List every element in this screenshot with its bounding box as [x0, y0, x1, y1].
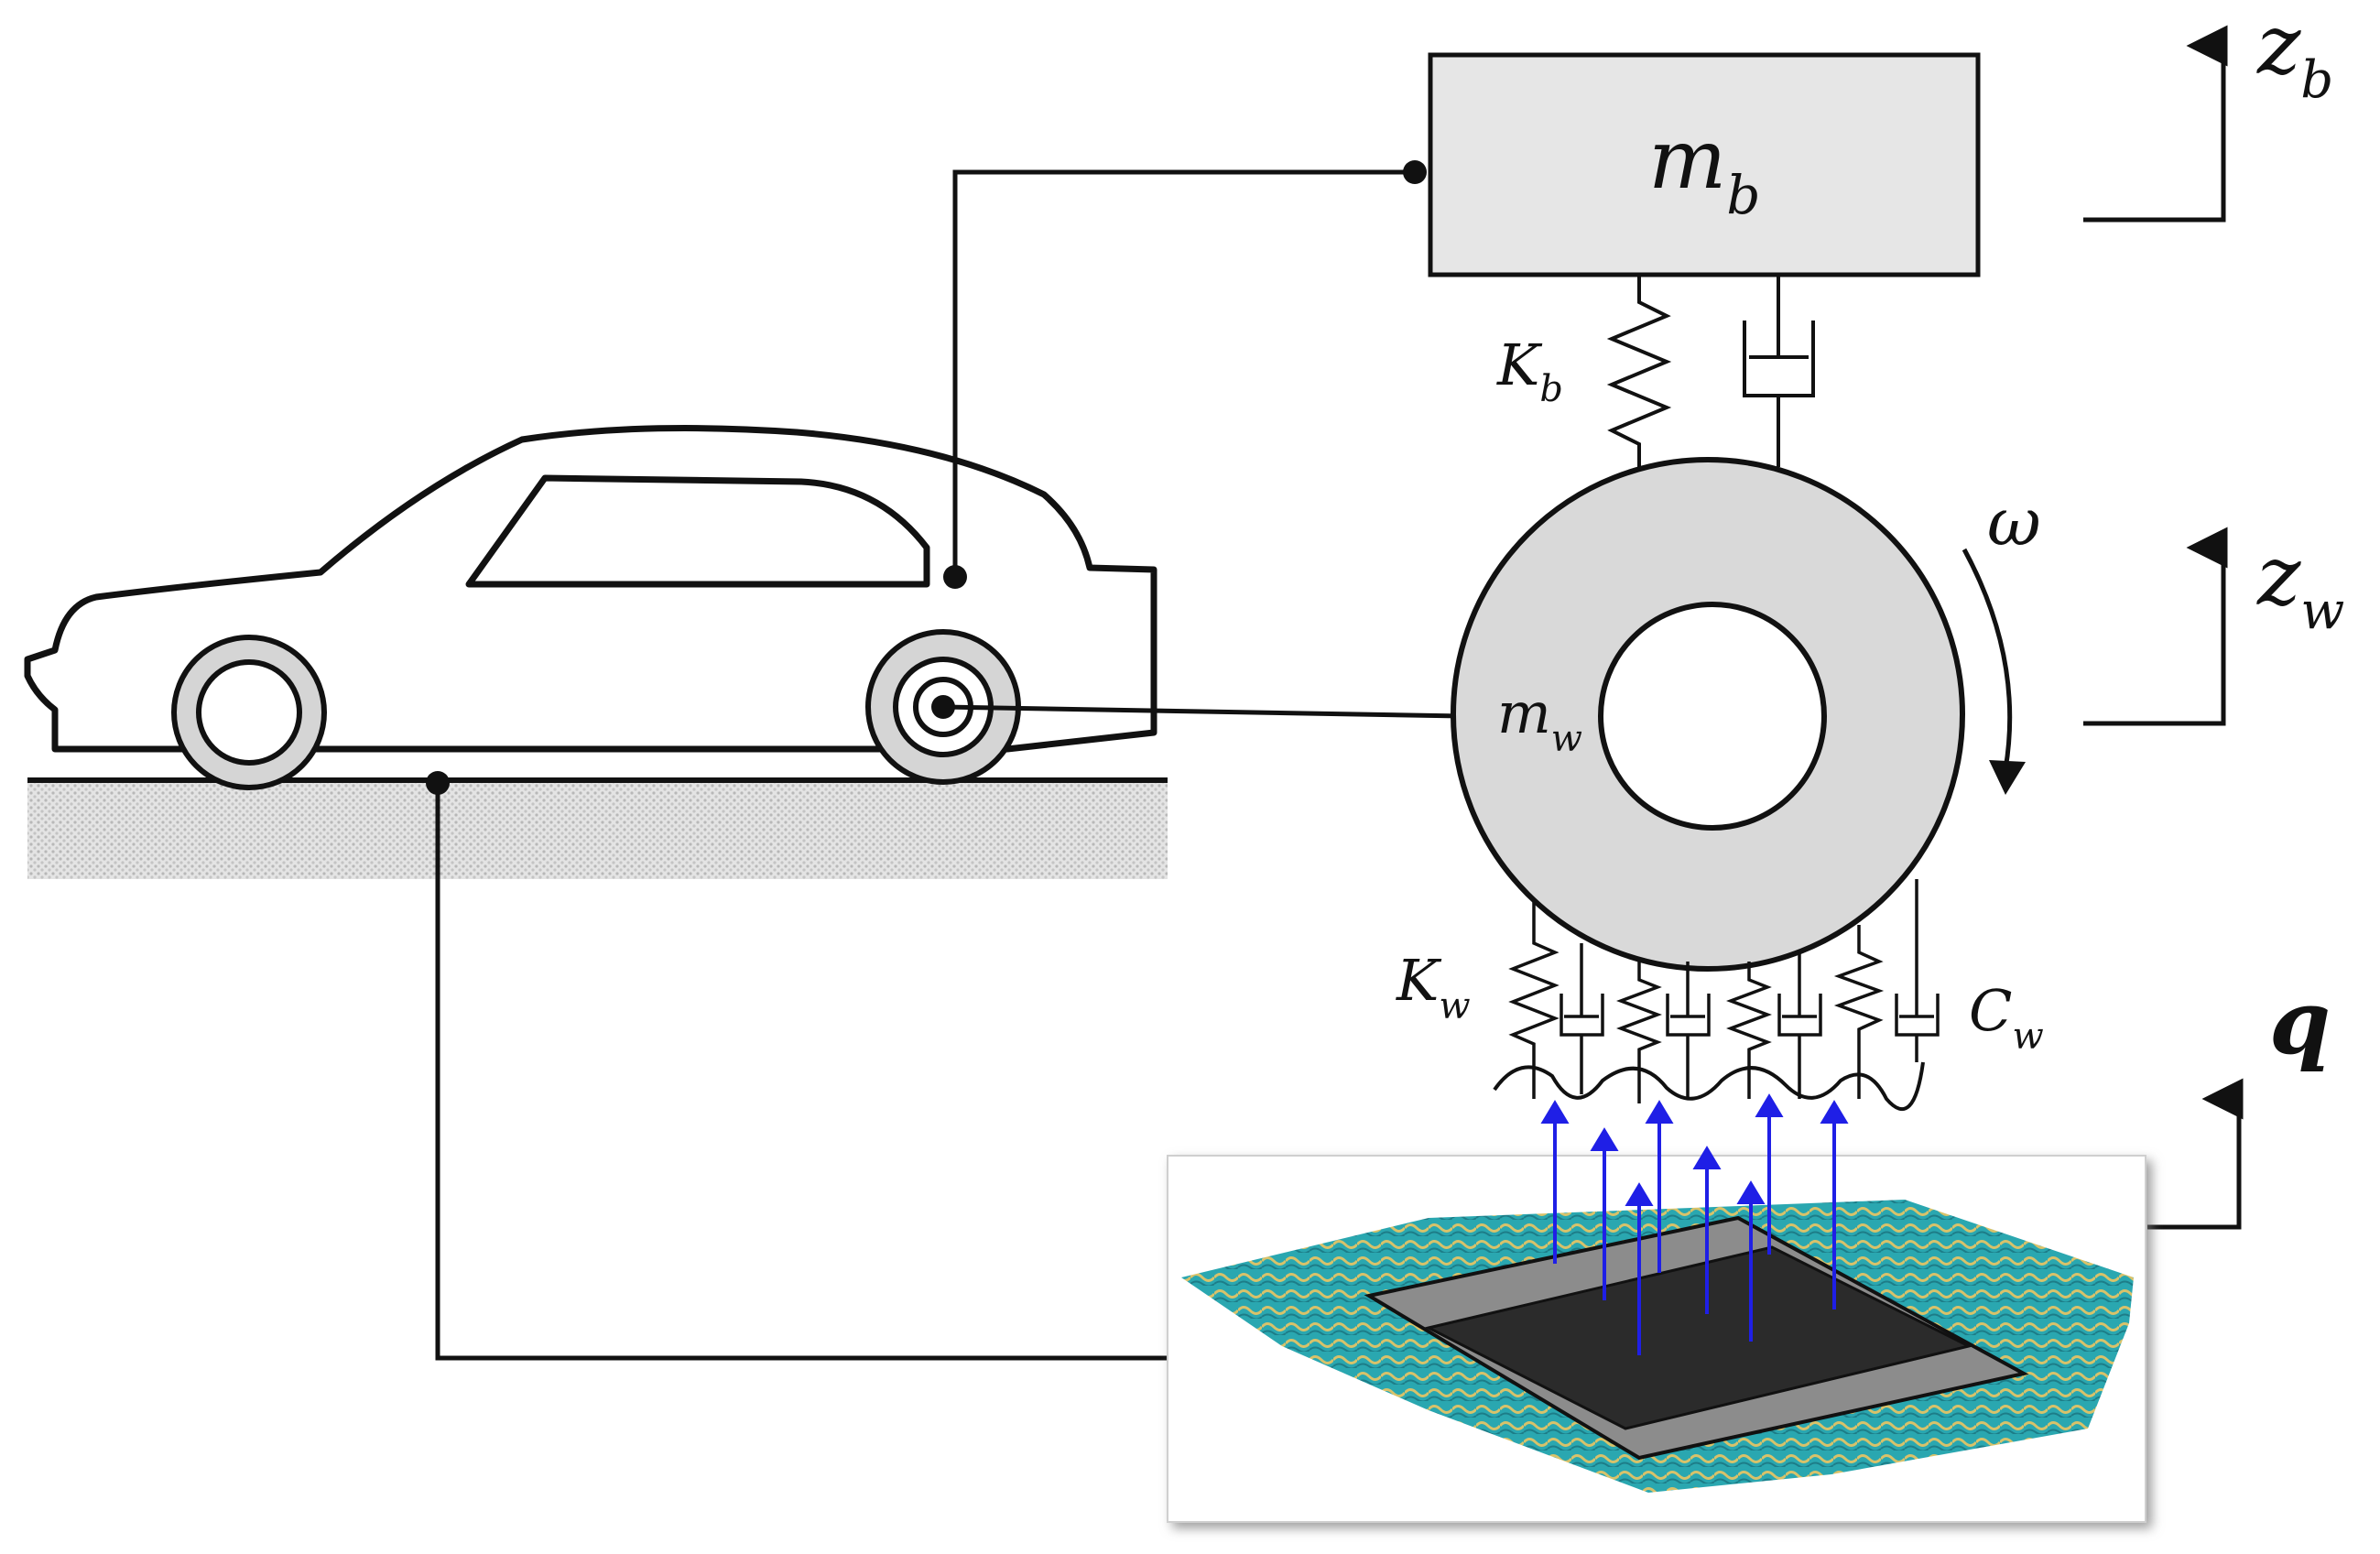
tire-dampers — [1559, 879, 1940, 1099]
road-surface-panel — [1167, 1155, 2146, 1523]
tire-springs — [1508, 902, 1885, 1103]
ground-hatch — [27, 783, 1168, 879]
car-front-wheel — [171, 635, 327, 790]
rotation-arrow — [1962, 548, 2013, 770]
tire-contact-profile — [1493, 1061, 1925, 1111]
car-outline — [24, 425, 1157, 753]
body-mass-label: mb — [1648, 112, 1760, 226]
angular-velocity-label: ω — [1987, 484, 2041, 560]
connector-body — [943, 160, 1427, 589]
rotation-arrowhead — [1989, 760, 2026, 795]
wheel-mass-label: mw — [1497, 679, 1582, 760]
body-spring — [1606, 275, 1672, 472]
wheel-rim — [1598, 602, 1827, 831]
body-displacement-label: zb — [2256, 0, 2333, 110]
contact-force-arrows — [1540, 1093, 1849, 1355]
tire-spring-label: Kw — [1396, 947, 1471, 1027]
wheel-displacement-label: zw — [2256, 528, 2344, 641]
tire-damper-label: Cw — [1969, 977, 2044, 1058]
body-damper — [1743, 275, 1815, 467]
wheel-displacement-arrow — [2083, 527, 2228, 726]
road-input-arrow — [2147, 1078, 2244, 1230]
body-spring-label: Kb — [1496, 331, 1563, 410]
body-mass-block — [1428, 52, 1981, 277]
body-displacement-arrow — [2083, 25, 2228, 223]
road-input-label: q — [2269, 971, 2331, 1074]
